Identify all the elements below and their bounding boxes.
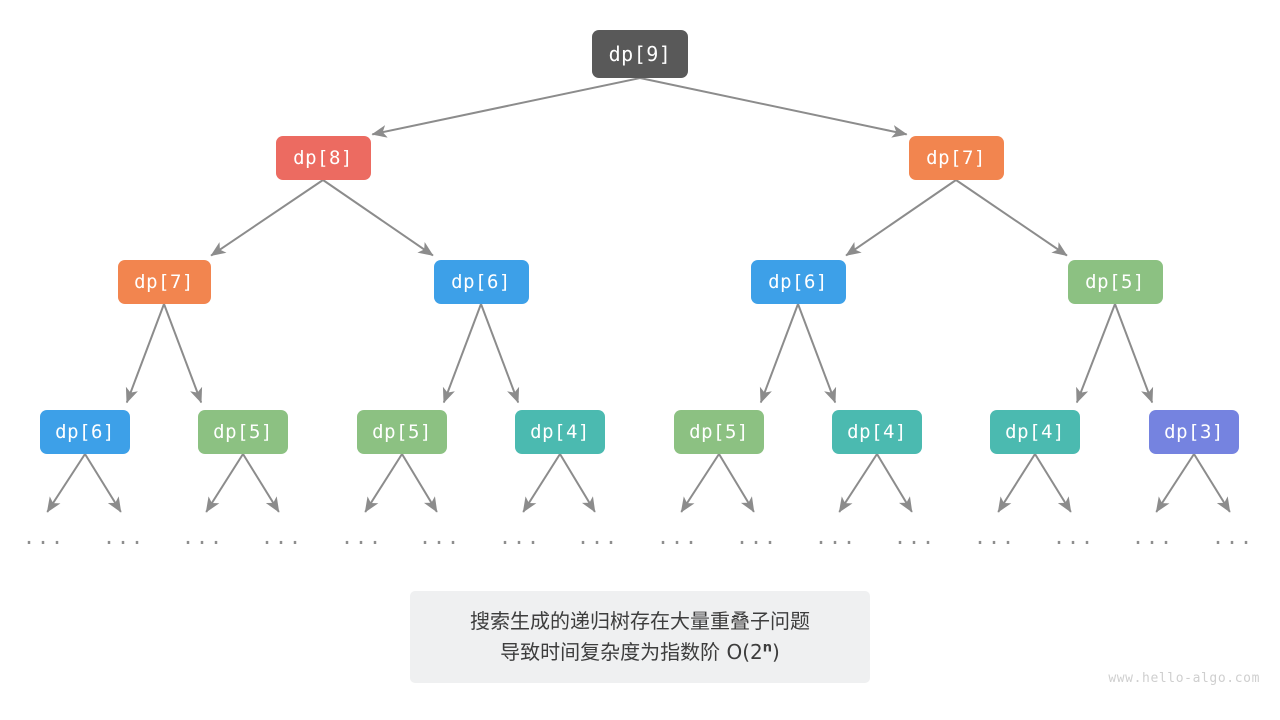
tree-node-dp4: dp[4] (832, 410, 922, 454)
leaf-edge (997, 453, 1036, 513)
node-label: dp[4] (1005, 421, 1065, 443)
tree-node-dp9: dp[9] (592, 30, 688, 78)
leaf-ellipsis: ... (498, 525, 542, 549)
tree-edge (480, 303, 520, 404)
leaf-ellipsis: ... (735, 525, 779, 549)
tree-node-dp8: dp[8] (275, 136, 371, 180)
tree-edge (125, 303, 165, 404)
tree-node-dp3: dp[3] (1149, 410, 1239, 454)
leaf-edge (838, 453, 878, 513)
node-label: dp[7] (134, 271, 194, 293)
node-label: dp[7] (926, 147, 986, 169)
node-label: dp[4] (530, 421, 590, 443)
leaf-ellipsis: ... (260, 525, 304, 549)
node-label: dp[5] (213, 421, 273, 443)
leaf-ellipsis: ... (1131, 525, 1175, 549)
tree-node-dp6: dp[6] (40, 410, 130, 454)
tree-edge (322, 179, 434, 257)
leaf-edge (401, 453, 438, 513)
tree-edge (759, 303, 799, 404)
leaf-ellipsis: ... (418, 525, 462, 549)
node-label: dp[6] (451, 271, 511, 293)
tree-edge (797, 303, 837, 404)
tree-edge (1075, 303, 1116, 404)
leaf-edge (1155, 453, 1195, 513)
caption-box: 搜索生成的递归树存在大量重叠子问题 导致时间复杂度为指数阶 O(2n) (410, 591, 870, 683)
leaf-ellipsis: ... (656, 525, 700, 549)
leaf-edge (46, 453, 86, 513)
node-label: dp[9] (608, 42, 672, 66)
tree-edge (210, 179, 324, 257)
node-label: dp[5] (689, 421, 749, 443)
leaf-edge (1193, 453, 1231, 513)
tree-edge (163, 303, 203, 404)
leaf-edge (205, 453, 244, 513)
leaf-edge (522, 453, 561, 513)
leaf-edge (84, 453, 122, 513)
node-label: dp[4] (847, 421, 907, 443)
leaf-ellipsis: ... (1052, 525, 1096, 549)
caption-line-1: 搜索生成的递归树存在大量重叠子问题 (470, 609, 810, 633)
leaf-ellipsis: ... (973, 525, 1017, 549)
leaf-ellipsis: ... (814, 525, 858, 549)
leaf-ellipsis: ... (22, 525, 66, 549)
tree-edge (442, 303, 482, 404)
leaf-edge (364, 453, 403, 513)
tree-edge (955, 179, 1068, 257)
node-label: dp[5] (372, 421, 432, 443)
leaf-edge (680, 453, 720, 513)
caption-exponent: n (762, 640, 773, 656)
tree-node-dp6: dp[6] (750, 260, 846, 304)
tree-edge (371, 77, 641, 138)
watermark: www.hello-algo.com (1108, 671, 1260, 686)
tree-node-dp5: dp[5] (1067, 260, 1163, 304)
tree-node-dp4: dp[4] (990, 410, 1080, 454)
leaf-edge (718, 453, 755, 513)
node-label: dp[3] (1164, 421, 1224, 443)
leaf-ellipsis: ... (181, 525, 225, 549)
leaf-ellipsis: ... (893, 525, 937, 549)
leaf-ellipsis: ... (102, 525, 146, 549)
tree-node-dp7: dp[7] (117, 260, 211, 304)
node-label: dp[6] (768, 271, 828, 293)
caption-line-2-suffix: ) (772, 640, 780, 664)
tree-node-dp5: dp[5] (198, 410, 288, 454)
leaf-edge (876, 453, 913, 513)
leaf-ellipsis: ... (340, 525, 384, 549)
leaf-edge (242, 453, 280, 513)
node-label: dp[8] (293, 147, 353, 169)
node-label: dp[5] (1085, 271, 1145, 293)
leaf-ellipsis: ... (1211, 525, 1255, 549)
tree-node-dp7: dp[7] (908, 136, 1004, 180)
leaf-edge (1034, 453, 1072, 513)
leaf-edge (559, 453, 596, 513)
node-label: dp[6] (55, 421, 115, 443)
tree-node-dp4: dp[4] (515, 410, 605, 454)
tree-edge (639, 77, 908, 138)
tree-node-dp5: dp[5] (674, 410, 764, 454)
caption-line-2: 导致时间复杂度为指数阶 O(2n) (500, 637, 780, 668)
tree-edge (1114, 303, 1154, 404)
tree-edge (845, 179, 957, 257)
tree-node-dp5: dp[5] (357, 410, 447, 454)
leaf-ellipsis: ... (576, 525, 620, 549)
caption-line-2-prefix: 导致时间复杂度为指数阶 O(2 (500, 640, 763, 664)
tree-node-dp6: dp[6] (433, 260, 529, 304)
